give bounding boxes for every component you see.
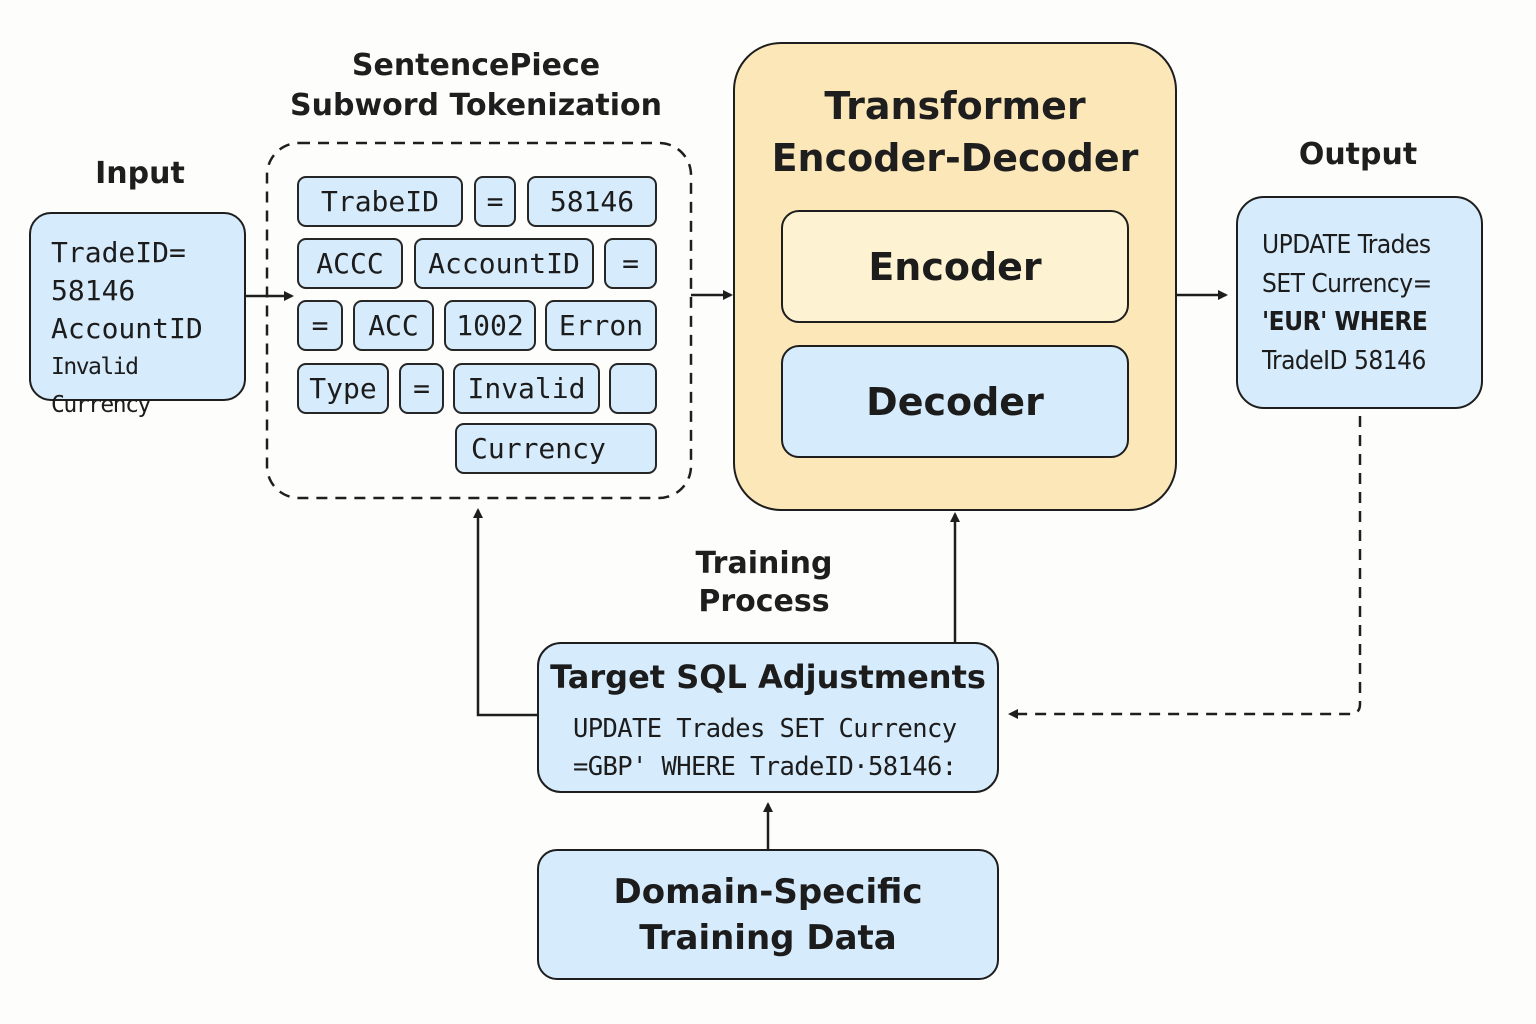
feedback-arrow-output-to-target: [1008, 416, 1362, 719]
input-line: 58146: [51, 274, 136, 307]
output-line: UPDATE Trades: [1262, 230, 1431, 260]
token: 58146: [527, 176, 657, 227]
token: Currency: [455, 423, 657, 474]
training-data-box: Domain-Specific Training Data: [537, 849, 999, 980]
arrow-target-to-tokenizer: [473, 508, 539, 717]
input-line: TradeID=: [51, 236, 186, 269]
token: Erron: [545, 300, 657, 351]
target-sql-line: =GBP' WHERE TradeID·58146:: [573, 752, 957, 782]
token-empty: [609, 363, 657, 414]
input-box: TradeID= 58146 AccountID Invalid Currenc…: [29, 212, 246, 418]
token: =: [604, 238, 657, 289]
decoder-box: Decoder: [781, 345, 1129, 458]
transformer-title-line2: Encoder-Decoder: [771, 136, 1139, 180]
token: Invalid: [453, 363, 600, 414]
target-sql-box: Target SQL Adjustments UPDATE Trades SET…: [537, 642, 999, 793]
output-box: UPDATE Trades SET Currency= 'EUR' WHERE …: [1236, 196, 1483, 409]
target-sql-title: Target SQL Adjustments: [550, 658, 986, 696]
tokenizer-dashed-container: [265, 141, 693, 500]
transformer-box: Transformer Encoder-Decoder Encoder Deco…: [733, 42, 1177, 511]
training-heading-line1: Training: [695, 546, 833, 581]
target-sql-line: UPDATE Trades SET Currency: [573, 714, 957, 744]
token: =: [297, 300, 343, 351]
output-line: SET Currency=: [1262, 268, 1432, 299]
token: =: [399, 363, 444, 414]
token: TrabeID: [297, 176, 463, 227]
tokenizer-heading: SentencePiece Subword Tokenization: [260, 46, 692, 126]
tokenizer-heading-line2: Subword Tokenization: [290, 88, 662, 123]
output-heading: Output: [1298, 137, 1418, 172]
encoder-box: Encoder: [781, 210, 1129, 323]
token: 1002: [444, 300, 536, 351]
training-data-line2: Training Data: [639, 917, 897, 958]
training-heading-line2: Process: [698, 584, 830, 619]
input-line: Invalid Currency: [51, 354, 151, 418]
tokenizer-heading-line1: SentencePiece: [351, 48, 601, 83]
token: Type: [297, 363, 389, 414]
output-line: 'EUR' WHERE: [1262, 307, 1428, 337]
output-line: TradeID 58146: [1262, 345, 1426, 376]
training-data-line1: Domain-Specific: [613, 871, 923, 912]
decoder-label: Decoder: [866, 379, 1044, 424]
training-heading: Training Process: [664, 545, 864, 621]
transformer-title-line1: Transformer: [824, 84, 1086, 128]
token: ACCC: [297, 238, 403, 289]
encoder-label: Encoder: [868, 244, 1042, 289]
token: =: [474, 176, 516, 227]
token: ACC: [353, 300, 434, 351]
token: AccountID: [414, 238, 594, 289]
input-line: AccountID: [51, 312, 203, 345]
input-heading: Input: [95, 156, 185, 191]
